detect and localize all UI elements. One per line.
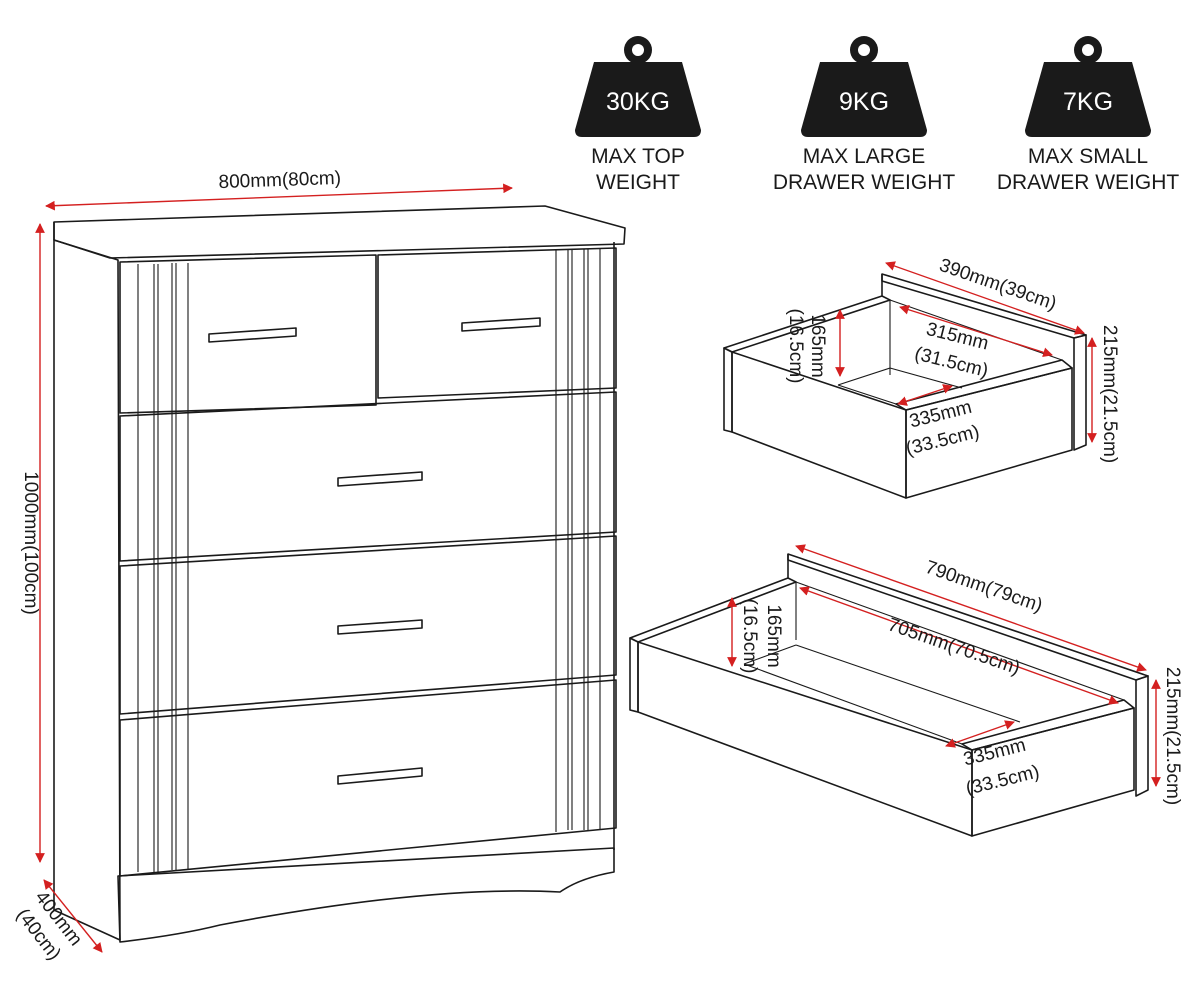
- weight-caption-line1: MAX SMALL: [1028, 145, 1148, 168]
- weight-icon: [801, 36, 927, 137]
- width-dimension-line: [45, 183, 513, 211]
- chest-grooves-left: [137, 263, 189, 872]
- drawer-3-front: [119, 535, 617, 715]
- weight-caption-line1: MAX TOP: [591, 145, 685, 168]
- large-outer-length-label: 790mm(79cm): [922, 557, 1045, 617]
- handle: [337, 767, 423, 785]
- chest-of-drawers: [53, 205, 626, 943]
- handle: [461, 317, 541, 332]
- weight-icon: [575, 36, 701, 137]
- chest-plinth: [117, 847, 615, 943]
- drawer-2-front: [119, 391, 617, 562]
- weight-caption-line2: DRAWER WEIGHT: [997, 171, 1180, 194]
- weight-caption-line2: DRAWER WEIGHT: [773, 171, 956, 194]
- chest-height-label: 1000mm(100cm): [20, 471, 41, 615]
- large-inner-length-line: [799, 586, 1119, 705]
- weight-30kg: 30KG MAX TOP WEIGHT: [575, 36, 701, 194]
- weight-icon: [1025, 36, 1151, 137]
- small-drawer-left-side-top: [723, 295, 891, 353]
- small-outer-length-label: 390mm(39cm): [936, 255, 1059, 315]
- weight-7kg: 7KG MAX SMALL DRAWER WEIGHT: [997, 36, 1180, 194]
- handle: [337, 619, 423, 635]
- small-inner-length-line: [899, 304, 1053, 358]
- chest-width-label: 800mm(80cm): [218, 168, 341, 193]
- handle: [208, 327, 297, 343]
- weight-value: 7KG: [1063, 88, 1113, 116]
- small-drawer-front-panel: [1073, 334, 1087, 451]
- small-inner-height-label-line1: 165mm: [807, 314, 828, 377]
- handle: [337, 471, 423, 487]
- large-drawer-dimensions: 790mm(79cm) 705mm(70.5cm) 335mm (33.5cm)…: [727, 544, 1183, 805]
- large-drawer: [629, 553, 1149, 837]
- large-inner-height-label-line1: 165mm: [763, 604, 784, 667]
- small-inner-depth-line: [897, 384, 953, 406]
- large-drawer-back: [637, 641, 973, 837]
- small-outer-height-label: 215mm(21.5cm): [1099, 325, 1120, 463]
- small-drawer-left-front: [119, 254, 377, 414]
- weight-caption-line1: MAX LARGE: [803, 145, 926, 168]
- weight-9kg: 9KG MAX LARGE DRAWER WEIGHT: [773, 36, 956, 194]
- small-drawer: [723, 273, 1087, 499]
- large-inner-length-label: 705mm(70.5cm): [885, 614, 1023, 679]
- chest-grooves-right: [555, 249, 601, 832]
- drawer-handles: [208, 317, 541, 785]
- weight-value: 30KG: [606, 88, 670, 116]
- weight-caption-line2: WEIGHT: [596, 171, 680, 194]
- large-drawer-front-panel: [1135, 675, 1149, 797]
- weight-value: 9KG: [839, 88, 889, 116]
- drawer-4-front: [119, 679, 617, 877]
- chest-side: [53, 239, 121, 941]
- large-inner-depth-line: [945, 720, 1015, 748]
- small-inner-height-label-line2: (16.5cm): [785, 309, 806, 384]
- large-outer-height-label: 215mm(21.5cm): [1162, 667, 1183, 805]
- large-inner-height-label-line2: (16.5cm): [739, 599, 760, 674]
- small-drawer-dimensions: 390mm(39cm) 315mm (31.5cm) 335mm (33.5cm…: [785, 255, 1120, 463]
- depth-dimension-line: [43, 879, 103, 953]
- small-drawer-right-front: [377, 247, 617, 399]
